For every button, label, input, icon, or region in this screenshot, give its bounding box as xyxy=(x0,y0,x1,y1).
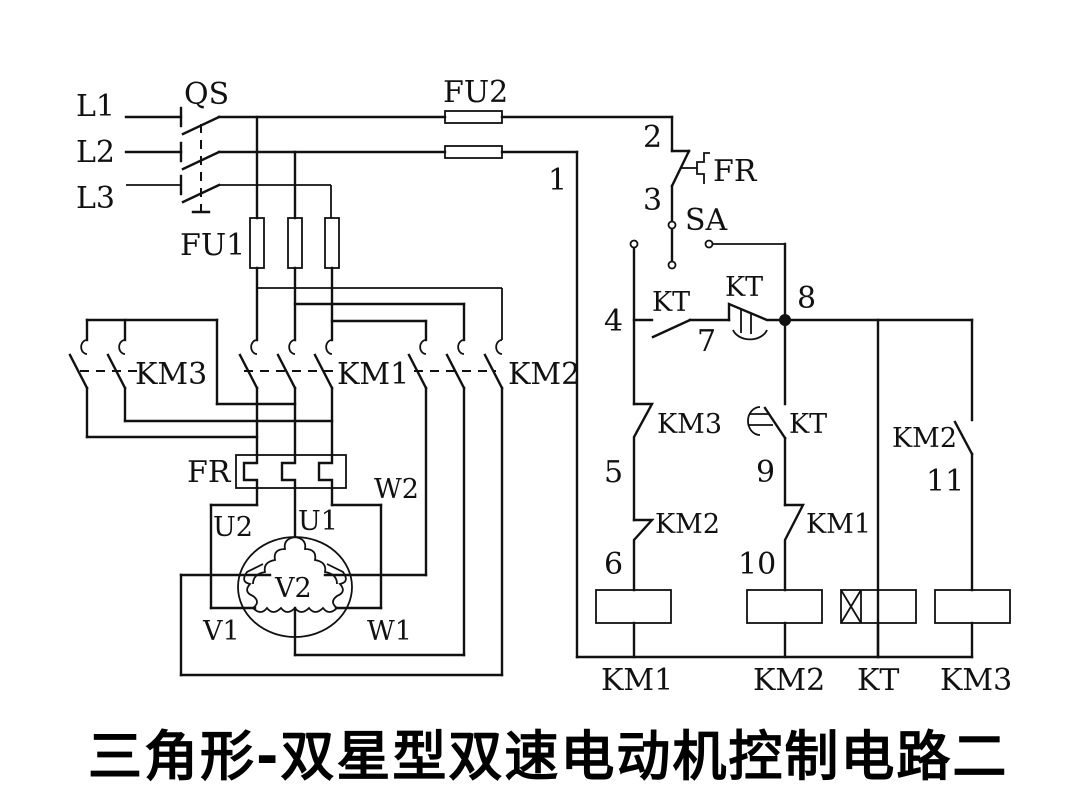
label-km2-main: KM2 xyxy=(508,357,580,392)
node-5: 5 xyxy=(604,455,623,490)
coil-km1 xyxy=(595,589,672,624)
contactor-km2-main: KM2 xyxy=(407,339,580,677)
label-kt-delay: KT xyxy=(725,272,763,303)
label-km2-aux: KM2 xyxy=(892,423,957,454)
main-switch-qs: QS xyxy=(181,77,447,214)
node-9: 9 xyxy=(756,455,775,490)
label-kt-delay-open: KT xyxy=(789,409,827,440)
label-u2: U2 xyxy=(213,512,253,543)
contactor-km3-main: KM3 xyxy=(68,318,334,439)
label-l3: L3 xyxy=(76,181,115,216)
label-v2: V2 xyxy=(274,573,312,604)
contactor-km1-main: KM1 xyxy=(238,339,409,457)
label-km3-interlock: KM3 xyxy=(657,409,722,440)
node-6: 6 xyxy=(604,547,623,582)
label-kt-contact: KT xyxy=(652,287,690,318)
node-7: 7 xyxy=(697,324,716,359)
coil-km3 xyxy=(934,589,1011,624)
label-v1: V1 xyxy=(202,616,240,647)
node-11: 11 xyxy=(926,464,964,499)
label-km2-interlock: KM2 xyxy=(655,509,720,540)
supply-lines: L1 L2 L3 xyxy=(76,89,183,216)
label-km3-main: KM3 xyxy=(135,357,207,392)
label-km1-interlock: KM1 xyxy=(806,509,871,540)
thermal-relay-fr: FR W2 xyxy=(187,453,419,505)
label-coil-km2: KM2 xyxy=(753,663,825,698)
label-l2: L2 xyxy=(76,135,115,170)
label-l1: L1 xyxy=(76,89,115,124)
label-sa: SA xyxy=(685,203,728,238)
label-km1-main: KM1 xyxy=(337,357,409,392)
label-coil-km3: KM3 xyxy=(940,663,1012,698)
motor: U2 U1 V2 V1 W1 xyxy=(179,486,504,677)
node-10: 10 xyxy=(738,547,776,582)
label-fr-main: FR xyxy=(187,455,232,490)
node-8: 8 xyxy=(797,281,816,316)
power-distribution xyxy=(255,266,503,342)
node-3: 3 xyxy=(643,183,662,218)
label-w2: W2 xyxy=(374,474,419,505)
node-4: 4 xyxy=(604,304,623,339)
label-coil-kt: KT xyxy=(857,663,899,698)
node-1: 1 xyxy=(548,163,567,198)
control-circuit: 2 FR 3 SA 4 KT 7 KT 8 xyxy=(604,115,974,659)
label-coil-km1: KM1 xyxy=(601,663,673,698)
label-fr-contact: FR xyxy=(713,154,758,189)
coil-km2 xyxy=(746,589,823,624)
coils: KM1 KM2 KT KM3 xyxy=(575,589,1012,698)
label-fu2: FU2 xyxy=(443,75,508,110)
node-2: 2 xyxy=(643,120,662,155)
control-fuse-fu2: FU2 1 xyxy=(443,75,674,659)
label-u1: U1 xyxy=(298,506,338,537)
label-w1: W1 xyxy=(367,616,412,647)
diagram-title: 三角形-双星型双速电动机控制电路二 xyxy=(88,725,1008,788)
label-fu1: FU1 xyxy=(180,228,245,263)
label-qs: QS xyxy=(184,77,229,112)
